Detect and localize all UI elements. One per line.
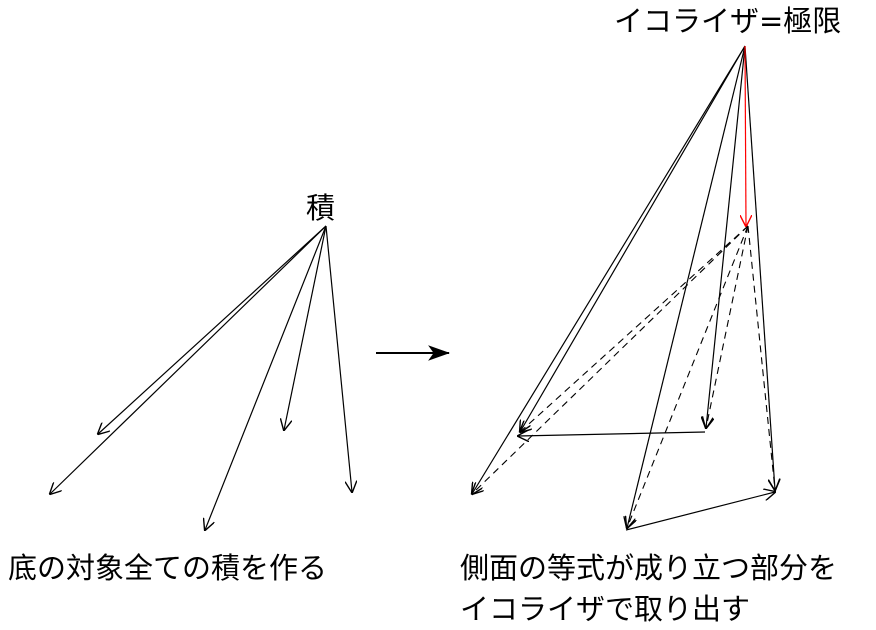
equalizer-caption-line2: イコライザで取り出す <box>460 592 750 626</box>
product-projection-dashed-arrow <box>472 225 749 494</box>
product-projection-arrow <box>205 225 327 530</box>
limit-projection-arrow <box>520 45 746 432</box>
product-projection-dashed-arrow <box>520 225 749 432</box>
product-apex-label: 積 <box>306 191 335 225</box>
base-morphism-arrow <box>625 492 775 531</box>
limit-projection-arrow <box>706 45 746 428</box>
product-projection-arrow <box>325 225 352 492</box>
base-morphism-arrow <box>518 432 706 436</box>
equalizer-apex-label: イコライザ=極限 <box>614 4 841 38</box>
equalizer-caption-line1: 側面の等式が成り立つ部分を <box>460 551 837 585</box>
equalizer-diagram: イコライザ=極限 側面の等式が成り立つ部分を イコライザで取り出す <box>460 4 841 626</box>
product-projection-arrow <box>98 225 327 434</box>
product-caption: 底の対象全ての積を作る <box>8 551 327 585</box>
product-projection-dashed-arrow <box>747 225 775 490</box>
limit-projection-arrow <box>472 45 746 494</box>
equalizer-map-arrow <box>745 45 746 226</box>
product-projection-dashed-arrow <box>627 225 749 528</box>
limit-projection-arrow <box>627 45 746 528</box>
product-projection-arrow <box>50 225 327 494</box>
product-diagram: 積 底の対象全ての積を作る <box>8 191 352 585</box>
limit-projection-arrow <box>744 45 775 490</box>
product-projection-dashed-arrow <box>706 225 749 428</box>
product-projection-arrow <box>284 225 327 430</box>
